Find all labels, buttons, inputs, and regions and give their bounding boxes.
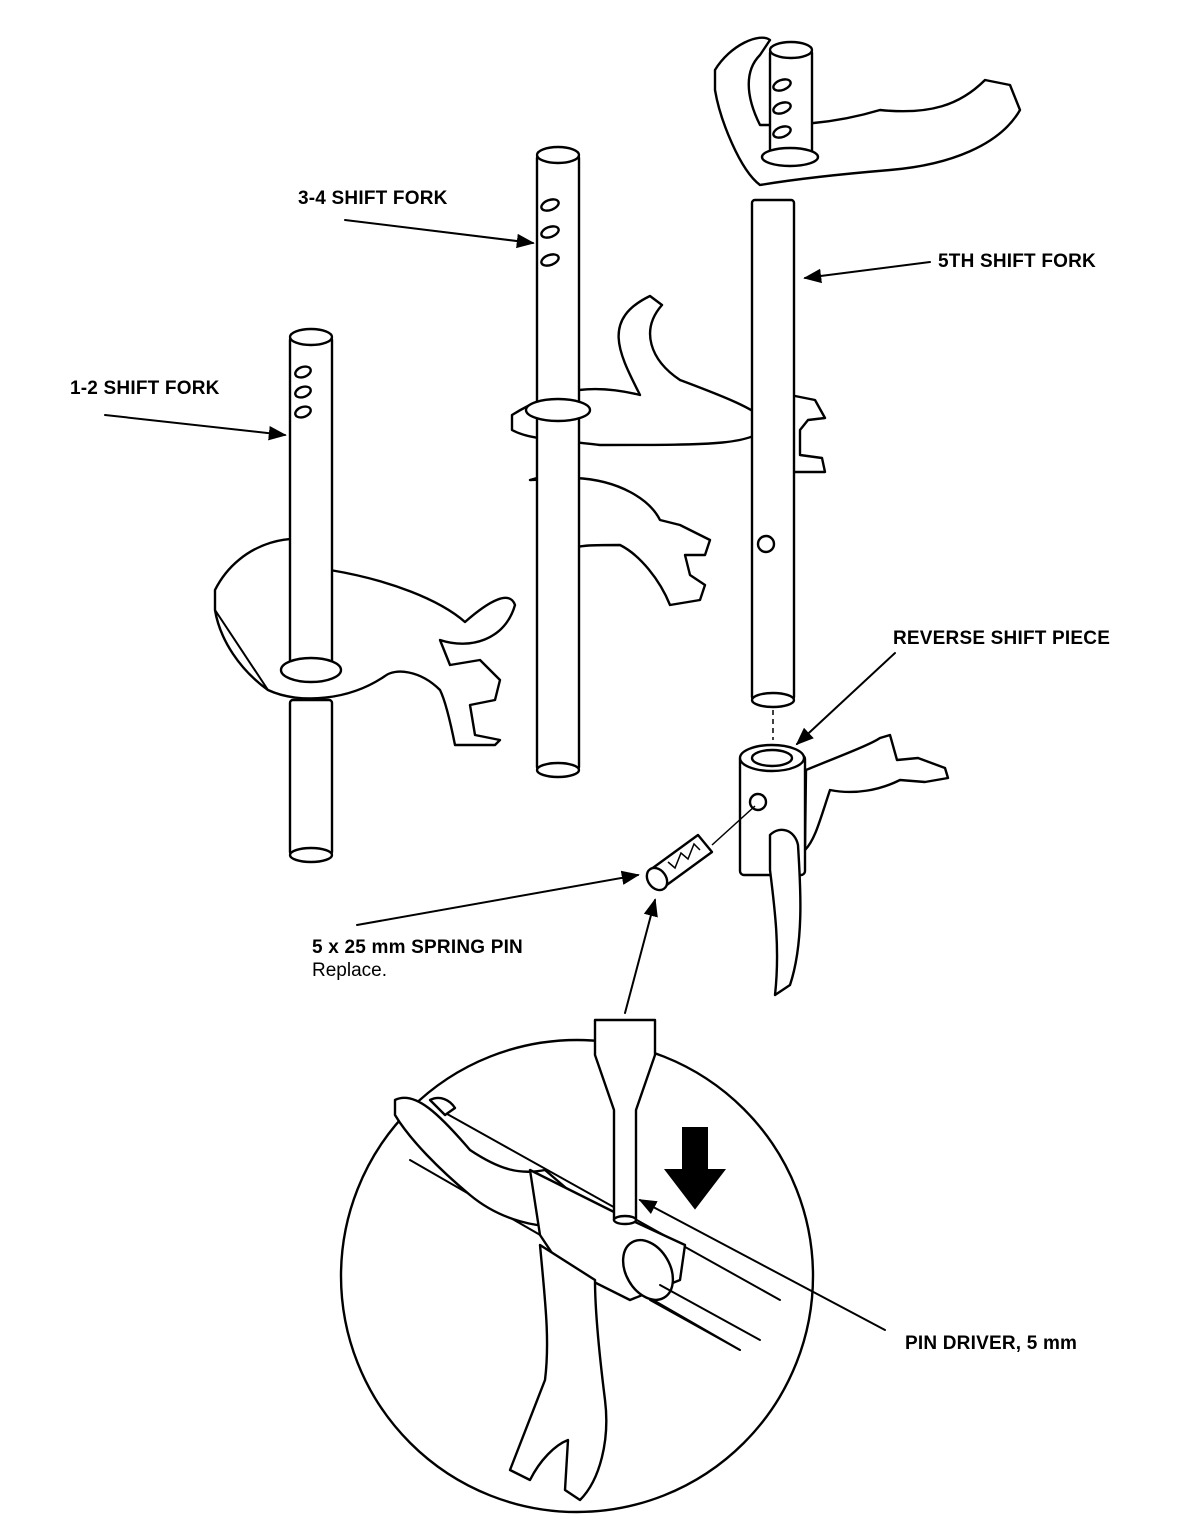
leader-lines	[104, 219, 931, 1331]
shift-fork-5th	[713, 36, 1022, 740]
label-pin-driver: PIN DRIVER, 5 mm	[905, 1333, 1078, 1354]
label-5th-shift-fork: 5TH SHIFT FORK	[938, 251, 1096, 272]
label-reverse-shift-piece: REVERSE SHIFT PIECE	[893, 628, 1111, 649]
label-3-4-shift-fork: 3-4 SHIFT FORK	[298, 188, 448, 209]
arrow-down-icon	[663, 1127, 727, 1210]
shift-fork-3-4	[510, 145, 772, 779]
label-1-2-shift-fork: 1-2 SHIFT FORK	[70, 378, 220, 399]
label-spring-pin-note: Replace.	[312, 960, 387, 981]
detail-inset	[339, 1018, 815, 1514]
spring-pin	[645, 805, 756, 892]
label-spring-pin: 5 x 25 mm SPRING PIN	[312, 937, 523, 958]
shift-fork-1-2	[213, 327, 517, 864]
reverse-shift-piece	[738, 733, 950, 997]
